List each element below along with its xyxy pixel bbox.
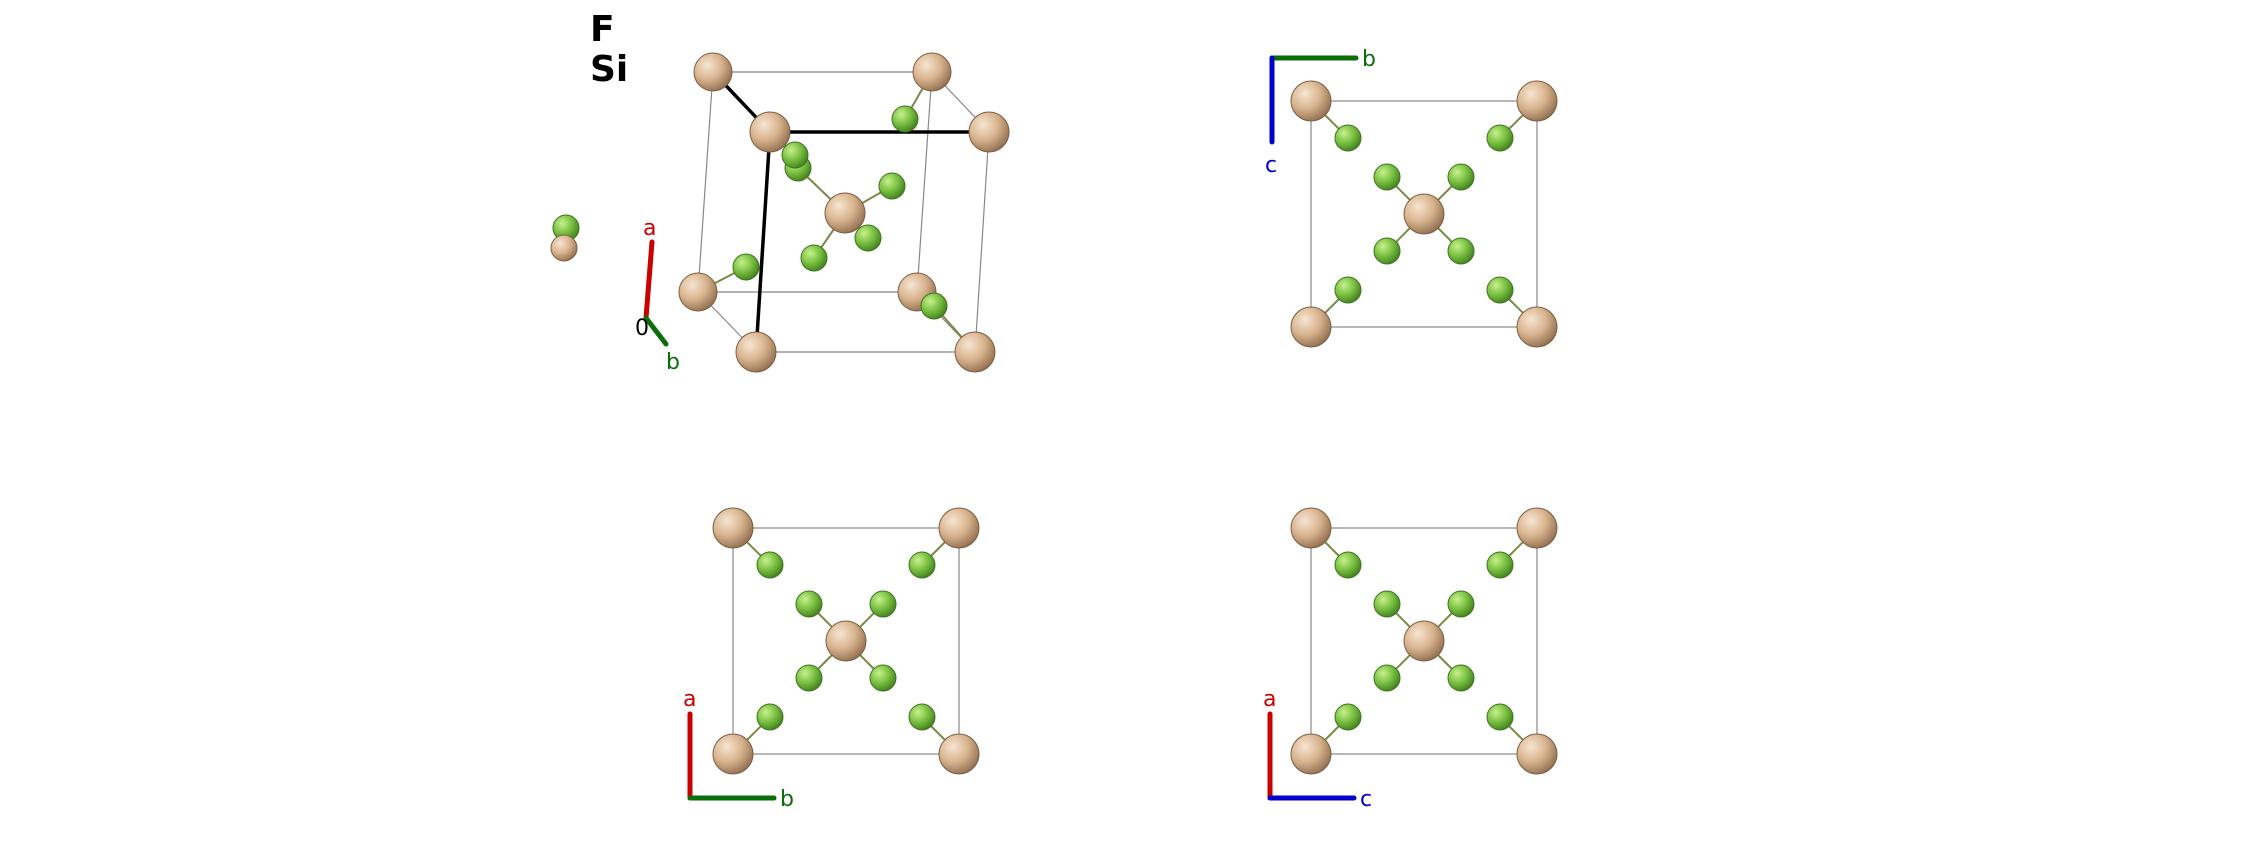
f-atom	[781, 141, 809, 169]
si-atom	[1290, 80, 1332, 122]
f-atom	[756, 703, 784, 731]
unit-cell-edge	[974, 131, 990, 353]
axis-origin-label: 0	[635, 316, 649, 341]
si-atom	[1516, 733, 1558, 775]
si-atom	[1516, 507, 1558, 549]
f-atom	[800, 244, 828, 272]
view-ab: ab	[683, 507, 980, 812]
si-atom	[954, 331, 996, 373]
f-atom	[795, 664, 823, 692]
f-atom	[1447, 237, 1475, 265]
si-atom	[938, 507, 980, 549]
view-bc: bc	[1265, 47, 1558, 348]
axis-b-label: b	[1362, 47, 1376, 72]
legend-element-f: F	[590, 9, 615, 50]
si-atom	[1403, 620, 1445, 662]
f-atom	[908, 703, 936, 731]
f-atom	[1334, 276, 1362, 304]
f-atom	[795, 590, 823, 618]
f-atom	[732, 253, 760, 281]
f-atom	[1373, 590, 1401, 618]
unit-cell-edge	[916, 71, 933, 293]
f-atom	[1486, 551, 1514, 579]
f-atom	[1486, 124, 1514, 152]
si-atom	[550, 234, 578, 262]
f-atom	[1334, 703, 1362, 731]
si-atom	[1516, 80, 1558, 122]
unit-cell-edge	[1310, 100, 1538, 328]
f-atom	[1334, 551, 1362, 579]
si-atom	[1516, 306, 1558, 348]
element-legend: F Si	[590, 10, 628, 90]
si-atom	[968, 111, 1010, 153]
f-atom	[920, 292, 948, 320]
axis-b-label: b	[666, 350, 680, 375]
axis-b	[643, 315, 669, 347]
f-atom	[1447, 590, 1475, 618]
axis-a-label: a	[643, 216, 656, 241]
si-atom	[735, 331, 777, 373]
axis-a	[643, 239, 655, 321]
f-atom	[908, 551, 936, 579]
f-atom	[869, 664, 897, 692]
f-atom	[1447, 163, 1475, 191]
si-atom	[678, 272, 718, 312]
si-atom	[912, 52, 952, 92]
f-atom	[1486, 276, 1514, 304]
unit-cell-edge	[1310, 527, 1538, 755]
view-perspective: a b0	[550, 52, 1010, 375]
si-atom	[712, 507, 754, 549]
si-atom	[1403, 193, 1445, 235]
f-atom	[878, 172, 906, 200]
cell-vector	[754, 130, 772, 354]
f-atom	[854, 224, 882, 252]
si-atom	[1290, 733, 1332, 775]
si-atom	[938, 733, 980, 775]
si-atom	[825, 620, 867, 662]
axis-c-label: c	[1360, 787, 1372, 812]
axis-c-label: c	[1265, 153, 1277, 178]
unit-cell-edge	[697, 71, 714, 293]
f-atom	[1373, 163, 1401, 191]
f-atom	[891, 105, 919, 133]
si-atom	[749, 111, 791, 153]
f-atom	[1447, 664, 1475, 692]
f-atom	[1373, 664, 1401, 692]
axis-a-label: a	[683, 687, 696, 712]
f-atom	[756, 551, 784, 579]
axis-b-label: b	[780, 787, 794, 812]
view-ac: ac	[1263, 507, 1558, 812]
unit-cell-edge	[732, 527, 960, 755]
legend-element-si: Si	[590, 49, 629, 90]
si-atom	[693, 52, 733, 92]
f-atom	[1486, 703, 1514, 731]
f-atom	[1373, 237, 1401, 265]
si-atom	[1290, 507, 1332, 549]
f-atom	[869, 590, 897, 618]
f-atom	[1334, 124, 1362, 152]
si-atom	[824, 192, 866, 234]
si-atom	[1290, 306, 1332, 348]
si-atom	[712, 733, 754, 775]
axis-a-label: a	[1263, 687, 1276, 712]
